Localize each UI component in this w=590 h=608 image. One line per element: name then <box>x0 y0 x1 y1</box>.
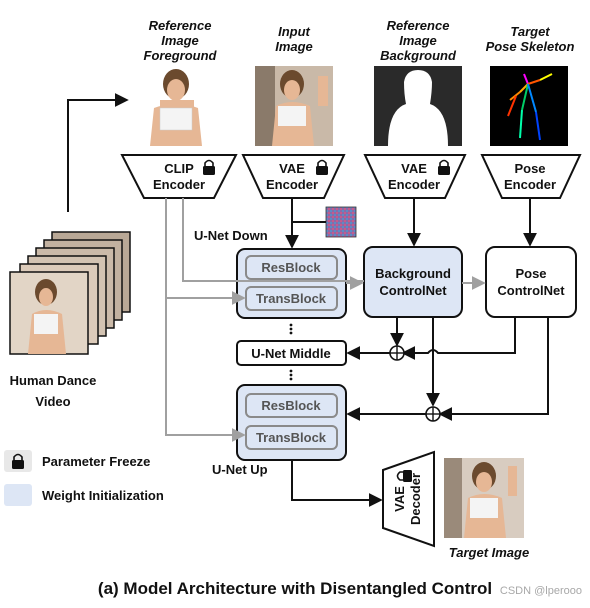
lock-icon <box>396 470 412 482</box>
unet-down-block: ResBlock TransBlock <box>236 248 347 319</box>
transblock-label: TransBlock <box>256 291 327 306</box>
svg-text:U-Net Middle: U-Net Middle <box>251 346 330 361</box>
svg-text:VAE: VAE <box>279 161 305 176</box>
input-image <box>255 66 333 146</box>
vae-encoder-input: VAE Encoder <box>241 154 346 199</box>
lock-icon <box>438 159 450 175</box>
ellipsis-dots <box>289 323 293 381</box>
label-ref-bg: Reference Image Background <box>380 18 457 63</box>
svg-text:Image: Image <box>161 33 199 48</box>
svg-text:Pose Skeleton: Pose Skeleton <box>486 39 575 54</box>
ref-foreground-image <box>138 66 218 146</box>
svg-text:Encoder: Encoder <box>504 177 556 192</box>
label-target-pose: Target Pose Skeleton <box>486 24 575 54</box>
plus-node-up <box>425 406 441 422</box>
resblock-label: ResBlock <box>261 260 321 275</box>
svg-text:ControlNet: ControlNet <box>379 283 447 298</box>
svg-text:Pose: Pose <box>514 161 545 176</box>
pose-controlnet: Pose ControlNet <box>485 246 577 318</box>
unet-up-label: U-Net Up <box>212 462 268 477</box>
svg-text:Image: Image <box>399 33 437 48</box>
flow-arrows <box>67 93 549 507</box>
svg-text:Target: Target <box>510 24 550 39</box>
lock-icon <box>12 453 24 469</box>
svg-text:Decoder: Decoder <box>408 473 423 525</box>
svg-text:VAE: VAE <box>392 486 407 512</box>
target-pose-skeleton-image <box>490 66 568 146</box>
svg-text:Weight Initialization: Weight Initialization <box>42 488 164 503</box>
transblock-up-label: TransBlock <box>256 430 327 445</box>
target-image-label: Target Image <box>449 545 529 560</box>
vae-encoder-background: VAE Encoder <box>363 154 467 199</box>
ref-background-image <box>374 66 462 146</box>
svg-text:Foreground: Foreground <box>144 48 218 63</box>
unet-middle-block: U-Net Middle <box>236 340 347 366</box>
svg-text:Reference: Reference <box>387 18 450 33</box>
background-controlnet: Background ControlNet <box>363 246 463 318</box>
noise-image <box>325 206 357 238</box>
svg-text:Encoder: Encoder <box>153 177 205 192</box>
pose-encoder: Pose Encoder <box>480 154 582 199</box>
unet-up-block: ResBlock TransBlock <box>236 384 347 461</box>
svg-text:CLIP: CLIP <box>164 161 194 176</box>
label-input-image: Input Image <box>275 24 313 54</box>
svg-text:Background: Background <box>375 266 451 281</box>
plus-node-middle <box>389 345 405 361</box>
figure-caption: (a) Model Architecture with Disentangled… <box>98 579 492 598</box>
svg-text:Input: Input <box>278 24 310 39</box>
svg-text:Encoder: Encoder <box>388 177 440 192</box>
lock-icon <box>203 159 215 175</box>
target-image <box>444 458 524 538</box>
clip-encoder: CLIP Encoder <box>120 154 238 199</box>
unet-down-label: U-Net Down <box>194 228 268 243</box>
watermark: CSDN @lperooo <box>500 585 582 597</box>
svg-text:VAE: VAE <box>401 161 427 176</box>
svg-text:Image: Image <box>275 39 313 54</box>
svg-text:Reference: Reference <box>149 18 212 33</box>
resblock-up-label: ResBlock <box>261 398 321 413</box>
label-ref-fg: Reference Image Foreground <box>144 18 218 63</box>
vae-decoder: VAE Decoder <box>382 450 435 548</box>
clip-condition-arrows <box>165 198 486 442</box>
svg-text:Background: Background <box>380 48 457 63</box>
legend-weight-init: Weight Initialization <box>4 484 164 506</box>
video-label-line2: Video <box>35 394 70 409</box>
svg-text:ControlNet: ControlNet <box>497 283 565 298</box>
svg-text:Parameter Freeze: Parameter Freeze <box>42 454 150 469</box>
svg-text:Pose: Pose <box>515 266 546 281</box>
svg-text:Encoder: Encoder <box>266 177 318 192</box>
legend-freeze: Parameter Freeze <box>4 450 150 472</box>
human-dance-video <box>9 231 131 355</box>
lock-icon <box>316 159 328 175</box>
video-label-line1: Human Dance <box>10 373 97 388</box>
